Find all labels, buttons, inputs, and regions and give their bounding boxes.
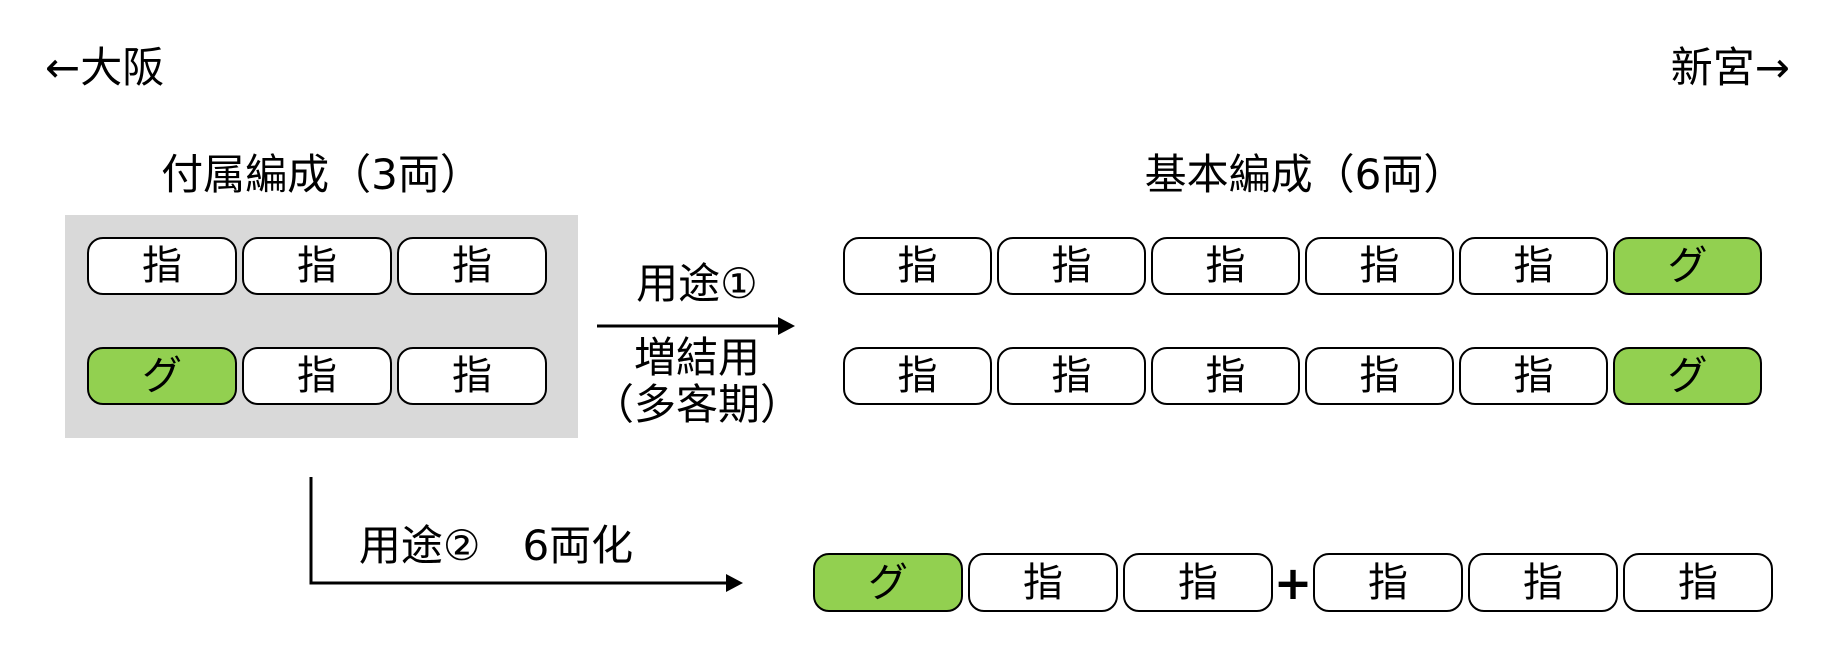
reserved-car-box: 指: [1123, 553, 1273, 612]
green-car-box: グ: [813, 553, 963, 612]
reserved-car-box: 指: [397, 237, 547, 295]
plus-sign: +: [1273, 555, 1313, 610]
green-car-box: グ: [1613, 237, 1762, 295]
direction-label-osaka: ←大阪: [45, 43, 165, 92]
six-car-result-row: グ指指+指指指: [813, 553, 1773, 612]
direction-label-shingu: 新宮→: [1670, 43, 1790, 92]
reserved-car-box: 指: [968, 553, 1118, 612]
attached-formation-title: 付属編成（3両）: [161, 150, 482, 199]
reserved-car-box: 指: [843, 237, 992, 295]
green-car-box: グ: [87, 347, 237, 405]
attached-row-2: グ指指: [87, 347, 547, 405]
transform1-label-bottom: 増結用 （多客期）: [566, 334, 828, 428]
reserved-car-box: 指: [242, 347, 392, 405]
reserved-car-box: 指: [1151, 347, 1300, 405]
attached-row-1: 指指指: [87, 237, 547, 295]
reserved-car-box: 指: [1459, 347, 1608, 405]
reserved-car-box: 指: [1468, 553, 1618, 612]
basic-formation-title: 基本編成（6両）: [1144, 150, 1466, 199]
transform1-label-line2: 増結用: [633, 333, 760, 382]
reserved-car-box: 指: [997, 347, 1146, 405]
basic-row-2: 指指指指指グ: [843, 347, 1762, 405]
reserved-car-box: 指: [997, 237, 1146, 295]
reserved-car-box: 指: [1459, 237, 1608, 295]
transform1-label-line3: （多客期）: [591, 380, 802, 429]
reserved-car-box: 指: [1151, 237, 1300, 295]
reserved-car-box: 指: [1313, 553, 1463, 612]
reserved-car-box: 指: [397, 347, 547, 405]
reserved-car-box: 指: [843, 347, 992, 405]
reserved-car-box: 指: [1305, 347, 1454, 405]
reserved-car-box: 指: [87, 237, 237, 295]
transform1-label-top: 用途①: [636, 259, 758, 308]
reserved-car-box: 指: [242, 237, 392, 295]
reserved-car-box: 指: [1305, 237, 1454, 295]
green-car-box: グ: [1613, 347, 1762, 405]
reserved-car-box: 指: [1623, 553, 1773, 612]
basic-row-1: 指指指指指グ: [843, 237, 1762, 295]
transform2-label: 用途② 6両化: [358, 521, 634, 570]
